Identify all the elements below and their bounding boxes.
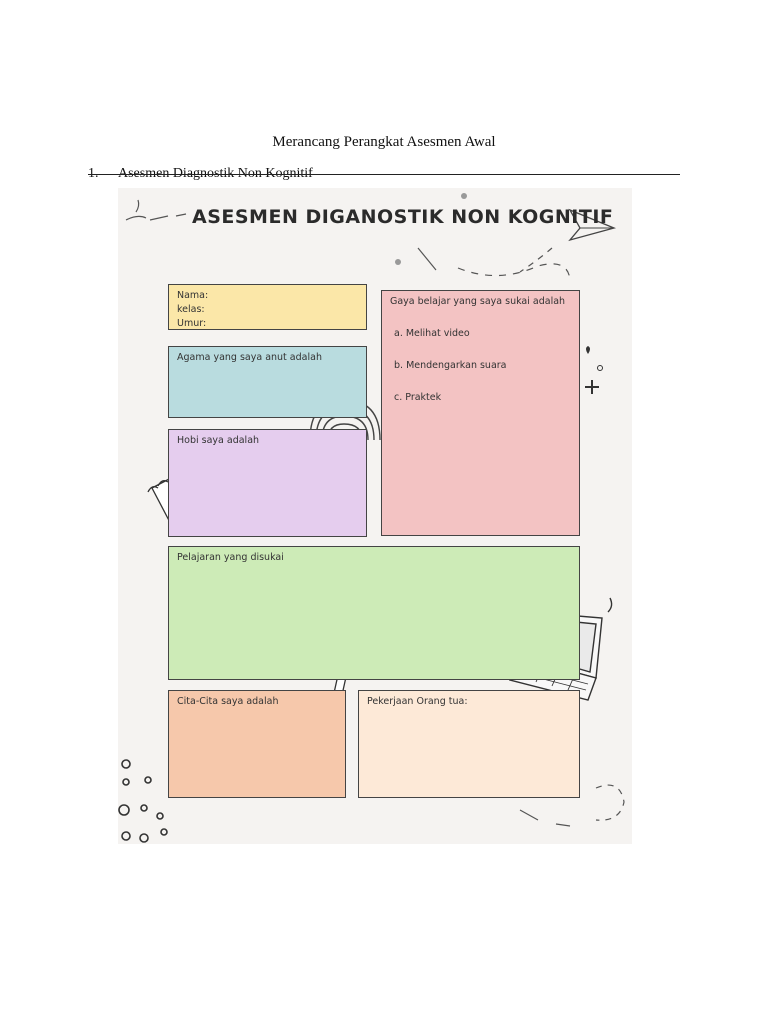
paper-plane-icon <box>519 208 617 273</box>
nama-label: Nama: <box>177 290 209 301</box>
learning-style-box: Gaya belajar yang saya sukai adalah a. M… <box>381 290 580 536</box>
parent-job-label: Pekerjaan Orang tua: <box>367 696 468 707</box>
learning-option: b. Mendengarkan suara <box>394 360 507 371</box>
aspiration-box: Cita-Cita saya adalah <box>168 690 346 798</box>
learning-option: a. Melihat video <box>394 328 470 339</box>
poster: ASESMEN DIGANOSTIK NON KOGNITIF Nama: ke… <box>118 188 632 844</box>
section-text: Asesmen Diagnostik Non Kognitif <box>118 166 313 181</box>
religion-box: Agama yang saya anut adalah <box>168 346 367 418</box>
learning-option: c. Praktek <box>394 392 442 403</box>
section-heading: 1. Asesmen Diagnostik Non Kognitif <box>88 166 680 182</box>
section-number: 1. <box>88 166 99 181</box>
hobby-box: Hobi saya adalah <box>168 429 367 537</box>
aspiration-label: Cita-Cita saya adalah <box>177 696 279 707</box>
strike-rule <box>88 174 680 175</box>
poster-title: ASESMEN DIGANOSTIK NON KOGNITIF <box>192 206 614 228</box>
learning-style-label: Gaya belajar yang saya sukai adalah <box>390 296 566 307</box>
umur-label: Umur: <box>177 318 207 329</box>
kelas-label: kelas: <box>177 304 205 315</box>
identity-box: Nama: kelas: Umur: <box>168 284 367 330</box>
heart-icon <box>586 346 590 354</box>
favorite-subject-label: Pelajaran yang disukai <box>177 552 284 563</box>
hobby-label: Hobi saya adalah <box>177 435 260 446</box>
religion-label: Agama yang saya anut adalah <box>177 352 322 363</box>
circles-decoration <box>118 759 168 843</box>
document-title: Merancang Perangkat Asesmen Awal <box>272 134 496 150</box>
parent-job-box: Pekerjaan Orang tua: <box>358 690 580 798</box>
favorite-subject-box: Pelajaran yang disukai <box>168 546 580 680</box>
